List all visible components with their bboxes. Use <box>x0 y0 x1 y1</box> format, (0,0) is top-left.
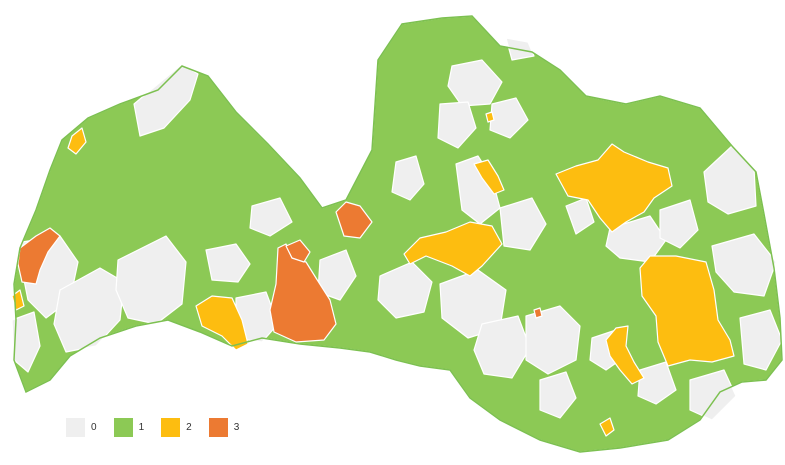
region-3-c2 <box>285 239 311 263</box>
region-2-s2 <box>599 417 615 437</box>
region-0-s4 <box>637 361 677 405</box>
legend-swatch-0 <box>66 418 85 437</box>
legend-label-3: 3 <box>233 422 240 433</box>
region-3-c3 <box>335 201 373 239</box>
legend-label-0: 0 <box>91 422 97 433</box>
region-0-c7 <box>499 197 547 251</box>
region-0-n1 <box>447 59 503 107</box>
region-2-e2 <box>639 255 735 367</box>
country-outline <box>13 15 783 453</box>
legend-label-2: 2 <box>186 422 192 433</box>
region-0-e6 <box>739 309 783 371</box>
region-0-e7 <box>689 369 737 421</box>
region-0-n3 <box>437 101 477 149</box>
region-3-w1 <box>17 227 61 285</box>
region-0-s2 <box>539 371 577 419</box>
legend-item-0: 0 <box>66 418 97 437</box>
region-2-w3 <box>195 295 249 351</box>
region-2-w1 <box>67 127 87 155</box>
region-0-e5 <box>711 233 777 297</box>
region-3-s1 <box>533 307 543 319</box>
legend-swatch-3 <box>208 418 228 437</box>
legend-swatch-1 <box>113 418 133 437</box>
region-0-w3 <box>53 267 125 353</box>
region-2-s1 <box>605 325 645 385</box>
legend-item-2: 2 <box>161 418 192 437</box>
region-0-s1 <box>525 305 581 375</box>
region-2-e1 <box>555 143 673 233</box>
region-0-c5 <box>391 155 425 201</box>
map-legend: 0 1 2 3 <box>66 418 256 437</box>
region-2-n1 <box>485 111 495 123</box>
region-0-w1 <box>133 63 199 137</box>
region-0-e3 <box>659 199 699 249</box>
region-0-n2 <box>489 97 529 139</box>
region-2-c1 <box>403 221 503 277</box>
region-0-w7 <box>249 197 293 237</box>
legend-label-1: 1 <box>138 422 145 433</box>
region-2-c2 <box>473 159 505 195</box>
region-0-w6 <box>205 243 251 283</box>
legend-item-3: 3 <box>208 418 240 437</box>
region-0-c4 <box>473 315 531 379</box>
region-0-e1 <box>565 197 595 235</box>
legend-item-1: 1 <box>113 418 145 437</box>
region-0-w4 <box>115 235 187 325</box>
legend-swatch-2 <box>161 418 181 437</box>
